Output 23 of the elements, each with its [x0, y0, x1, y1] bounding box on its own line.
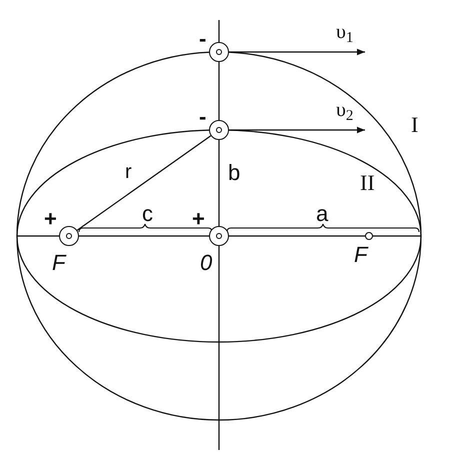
charge-sign: -	[199, 28, 206, 50]
length-label: a	[316, 203, 328, 225]
region-numeral: I	[411, 114, 418, 136]
point-label: F	[354, 244, 368, 266]
length-label: c	[142, 203, 153, 225]
charge-particle	[209, 226, 229, 246]
charge-sign: -	[199, 106, 206, 128]
focus-point	[365, 232, 373, 240]
edge-label: υ$_{1}$	[336, 22, 354, 42]
length-label: b	[228, 162, 240, 184]
charge-particle	[209, 42, 229, 62]
edge-label: υ$_{2}$	[336, 100, 354, 120]
edge-label: r	[125, 162, 132, 182]
charge-particle	[209, 120, 229, 140]
radius-line	[76, 135, 212, 231]
point-label: F	[52, 252, 66, 274]
velocity-arrow	[229, 48, 365, 56]
point-label: 0	[200, 252, 212, 274]
charge-sign: +	[192, 208, 205, 230]
charge-particle	[59, 226, 79, 246]
region-numeral: II	[360, 172, 375, 194]
velocity-arrow	[229, 126, 365, 134]
charge-sign: +	[44, 208, 57, 230]
